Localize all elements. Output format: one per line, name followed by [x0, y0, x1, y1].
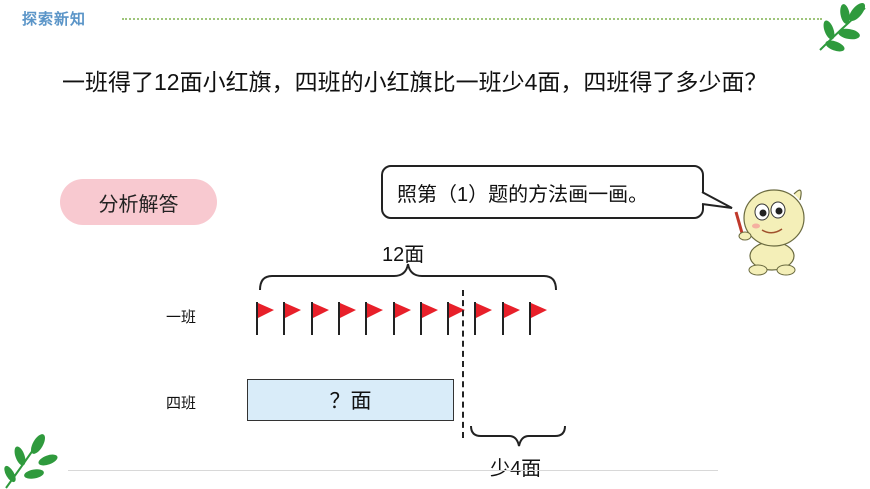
red-flag-icon [392, 302, 411, 335]
problem-text: 一班得了12面小红旗，四班的小红旗比一班少4面，四班得了多少面？ [62, 69, 768, 95]
row-label-class1: 一班 [166, 308, 197, 326]
red-flag-icon [337, 302, 356, 335]
row-label-class4: 四班 [166, 394, 197, 412]
red-flag-icon [310, 302, 329, 335]
difference-label: 少4面 [490, 458, 542, 480]
class4-bar: ？面 [247, 379, 454, 421]
red-flag-icon [474, 302, 493, 335]
red-flag-icon [447, 302, 466, 335]
speech-bubble-tail [700, 191, 733, 209]
bottom-divider [68, 470, 718, 471]
red-flag-icon [365, 302, 384, 335]
difference-brace [470, 425, 566, 447]
red-flag-icon [256, 302, 274, 335]
top-brace [259, 263, 557, 291]
speech-bubble: 照第（1）题的方法画一画。 [381, 165, 704, 219]
total-label: 12面 [382, 244, 425, 266]
analysis-button[interactable]: 分析解答 [60, 179, 217, 225]
top-divider [122, 18, 822, 20]
leaf-decoration-icon [819, 2, 866, 52]
red-flag-icon [283, 302, 302, 335]
red-flag-icon [419, 302, 438, 335]
dashed-divider [462, 290, 464, 438]
red-flag-icon [501, 302, 520, 335]
section-title: 探索新知 [22, 10, 87, 28]
red-flag-icon [529, 302, 547, 335]
cartoon-mascot-icon [734, 189, 805, 276]
leaf-decoration-icon [4, 434, 58, 489]
